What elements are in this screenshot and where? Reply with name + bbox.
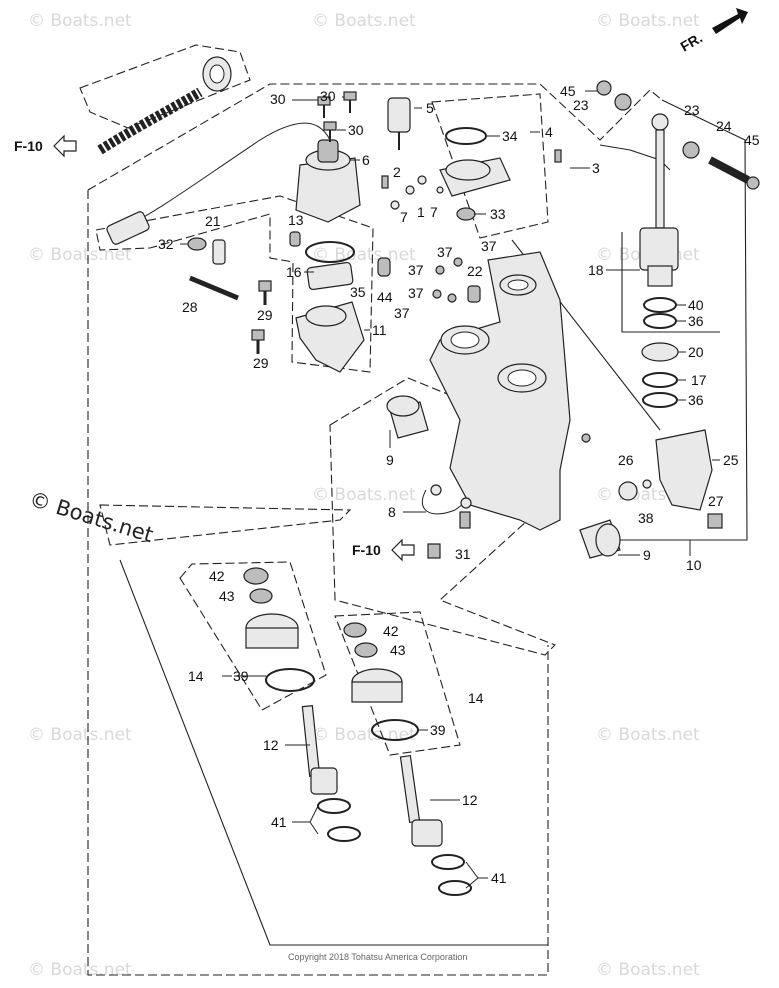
callout: 31: [455, 546, 471, 562]
callout: 4: [545, 124, 553, 140]
watermark: © Boats.net: [596, 725, 700, 745]
callout: 42: [383, 623, 399, 639]
callout: 40: [688, 297, 704, 313]
callout: 10: [686, 557, 702, 573]
watermark: © Boats.net: [312, 485, 416, 505]
reference-arrow[interactable]: F-10: [352, 538, 415, 562]
front-arrow-icon: [712, 8, 748, 34]
callout: 45: [744, 132, 760, 148]
callout: 36: [688, 392, 704, 408]
watermark-main: © Boats.net: [27, 487, 157, 547]
watermark: © Boats.net: [312, 11, 416, 31]
callout: 42: [209, 568, 225, 584]
callout: 17: [691, 372, 707, 388]
callout: 7: [430, 204, 438, 220]
callout: 22: [467, 263, 483, 279]
callout: 37: [437, 244, 453, 260]
callout: 3: [592, 160, 600, 176]
callout: 12: [462, 792, 478, 808]
callout: 37: [408, 262, 424, 278]
callout: 13: [288, 212, 304, 228]
callout: 34: [502, 128, 518, 144]
watermark: © Boats.net: [28, 245, 132, 265]
group-outlines: [79, 44, 748, 976]
callout: 43: [390, 642, 406, 658]
callout: 23: [684, 102, 700, 118]
front-label: FR.: [678, 29, 706, 54]
callout: 36: [688, 313, 704, 329]
callout: 28: [182, 299, 198, 315]
callouts: 30 30 5 30 34 4 6 2 3 45 23 23 24 45 1 7…: [158, 83, 760, 886]
reference-label: F-10: [352, 542, 381, 558]
callout: 20: [688, 344, 704, 360]
watermark: © Boats.net: [596, 11, 700, 31]
callout: 6: [362, 152, 370, 168]
callout: 37: [408, 285, 424, 301]
callout: 26: [618, 452, 634, 468]
callout: 30: [270, 91, 286, 107]
reference-label: F-10: [14, 138, 43, 154]
watermark: © Boats.net: [312, 725, 416, 745]
callout: 44: [377, 289, 393, 305]
watermark: © Boats.net: [596, 960, 700, 980]
callout: 14: [188, 668, 204, 684]
callout: 5: [426, 100, 434, 116]
leader-lines: [180, 90, 720, 889]
callout: 9: [643, 547, 651, 563]
callout: 33: [490, 206, 506, 222]
callout: 2: [393, 164, 401, 180]
callout: 32: [158, 236, 174, 252]
reference-arrow[interactable]: F-10: [14, 134, 77, 158]
callout: 41: [491, 870, 507, 886]
callout: 41: [271, 814, 287, 830]
callout: 21: [205, 213, 221, 229]
watermark: © Boats.net: [28, 11, 132, 31]
callout: 39: [233, 668, 249, 684]
callout: 23: [573, 97, 589, 113]
callout: 45: [560, 83, 576, 99]
callout: 29: [253, 355, 269, 371]
callout: 30: [348, 122, 364, 138]
callout: 29: [257, 307, 273, 323]
callout: 24: [716, 118, 732, 134]
callout: 35: [350, 284, 366, 300]
callout: 7: [400, 209, 408, 225]
copyright-text: Copyright 2018 Tohatsu America Corporati…: [288, 952, 467, 962]
callout: 18: [588, 262, 604, 278]
watermark: © Boats.net: [28, 725, 132, 745]
callout: 38: [638, 510, 654, 526]
callout: 8: [388, 504, 396, 520]
callout: 27: [708, 493, 724, 509]
callout: 12: [263, 737, 279, 753]
left-arrow-icon: [391, 538, 415, 562]
callout: 43: [219, 588, 235, 604]
left-arrow-icon: [53, 134, 77, 158]
callout: 39: [430, 722, 446, 738]
callout: 14: [468, 690, 484, 706]
callout: 1: [417, 204, 425, 220]
parts: [97, 56, 760, 896]
callout: 16: [286, 264, 302, 280]
watermark: © Boats.net: [28, 960, 132, 980]
callout: 9: [386, 452, 394, 468]
callout: 11: [372, 322, 387, 338]
callout: 37: [481, 238, 497, 254]
callout: 37: [394, 305, 410, 321]
callout: 30: [320, 88, 336, 104]
callout: 25: [723, 452, 739, 468]
